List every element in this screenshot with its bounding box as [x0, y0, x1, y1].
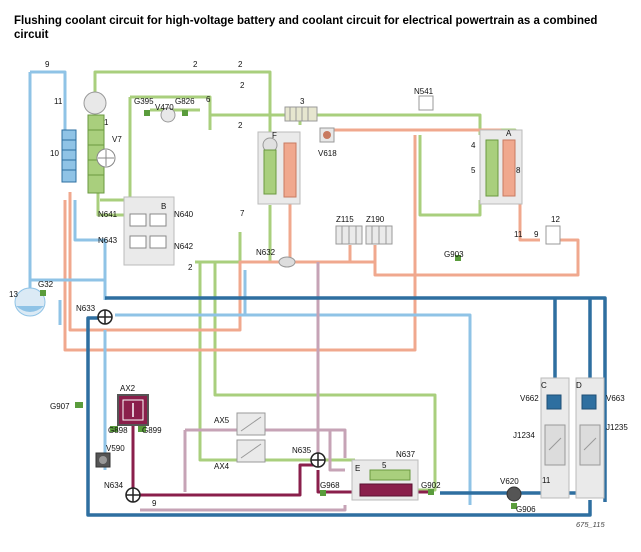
label-J1234: J1234: [513, 431, 535, 440]
label-AX2: AX2: [120, 384, 136, 393]
label-2-a: 2: [193, 60, 198, 69]
label-11-mid: 11: [514, 230, 523, 239]
label-N635: N635: [292, 446, 312, 455]
label-C: C: [541, 381, 547, 390]
valve-N635: [310, 452, 326, 468]
valve-N634: [125, 487, 141, 503]
label-1: 1: [104, 118, 109, 127]
label-G32: G32: [38, 280, 54, 289]
label-6: 6: [206, 95, 211, 104]
label-B: B: [161, 202, 166, 211]
pump-V618: [319, 127, 335, 143]
label-V663: V663: [606, 394, 625, 403]
label-A: A: [506, 129, 512, 138]
label-13: 13: [9, 290, 18, 299]
label-V620: V620: [500, 477, 519, 486]
label-G898: G898: [108, 426, 128, 435]
valve-N632: [278, 256, 296, 268]
label-2-c: 2: [240, 81, 245, 90]
label-11-bottom: 11: [542, 476, 551, 485]
label-9-bottom: 9: [152, 499, 157, 508]
label-N640: N640: [174, 210, 194, 219]
radiator-1: [83, 91, 107, 194]
expansion-tank-13: [14, 287, 46, 317]
label-2-b: 2: [238, 60, 243, 69]
label-V7: V7: [112, 135, 122, 144]
label-N637: N637: [396, 450, 416, 459]
module-D: [575, 377, 605, 499]
electric-machine-AX2: [117, 394, 149, 426]
label-Z190: Z190: [366, 215, 385, 224]
module-A: [479, 129, 523, 205]
sensors: [40, 110, 517, 509]
pump-V470: [160, 107, 176, 123]
label-G826: G826: [175, 97, 195, 106]
label-12: 12: [551, 215, 560, 224]
diagram-title: Flushing coolant circuit for high-voltag…: [14, 15, 598, 41]
label-G902: G902: [421, 481, 441, 490]
label-AX5: AX5: [214, 416, 230, 425]
label-11-left: 11: [54, 97, 63, 106]
label-G903: G903: [444, 250, 464, 259]
label-J1235: J1235: [606, 423, 628, 432]
label-G907: G907: [50, 402, 70, 411]
label-8: 8: [516, 166, 521, 175]
label-3: 3: [300, 97, 305, 106]
module-C: [540, 377, 570, 499]
label-N642: N642: [174, 242, 194, 251]
label-10: 10: [50, 149, 59, 158]
label-7: 7: [240, 209, 245, 218]
heat-exchanger-3: [284, 106, 318, 122]
label-Z115: Z115: [336, 215, 354, 224]
label-G906: G906: [516, 505, 536, 514]
label-9-top: 9: [45, 60, 50, 69]
label-N632: N632: [256, 248, 276, 257]
light-blue-coolant-pipes: [28, 70, 472, 505]
label-V618: V618: [318, 149, 337, 158]
figure-reference: 675_115: [576, 520, 605, 529]
component-12: [545, 225, 561, 245]
label-N643: N643: [98, 236, 118, 245]
label-5-bottom: 5: [382, 461, 387, 470]
label-E: E: [355, 464, 360, 473]
diagram-labels: 9 11 10 1 V7 G395 V470 G826 2 2 2 2 6 3 …: [9, 60, 628, 529]
label-V590: V590: [106, 444, 125, 453]
label-N641: N641: [98, 210, 118, 219]
power-electronics-AX5: [236, 412, 266, 436]
label-N541: N541: [414, 87, 434, 96]
power-electronics-AX4: [236, 439, 266, 463]
module-E: [351, 459, 419, 501]
module-F: [257, 131, 301, 205]
battery-heater-block-B: [123, 196, 175, 266]
label-V470: V470: [155, 103, 174, 112]
label-2-e: 2: [188, 263, 193, 272]
pump-V590: [95, 452, 111, 468]
label-N633: N633: [76, 304, 96, 313]
maroon-coolant-pipes: [131, 424, 430, 497]
label-G968: G968: [320, 481, 340, 490]
label-V662: V662: [520, 394, 539, 403]
valve-N541: [418, 95, 434, 111]
label-G899: G899: [142, 426, 162, 435]
label-4: 4: [471, 141, 476, 150]
fan-V7-icon: [96, 148, 116, 168]
label-D: D: [576, 381, 582, 390]
valve-N633: [97, 309, 113, 325]
label-AX4: AX4: [214, 462, 230, 471]
label-2-d: 2: [238, 121, 243, 130]
label-F: F: [272, 131, 277, 140]
label-N634: N634: [104, 481, 124, 490]
label-G395: G395: [134, 97, 154, 106]
heater-Z190: [365, 225, 393, 245]
heater-Z115: [335, 225, 363, 245]
label-5-right: 5: [471, 166, 476, 175]
pump-V620: [506, 486, 522, 502]
label-9-mid: 9: [534, 230, 539, 239]
radiator-10: [61, 129, 77, 183]
